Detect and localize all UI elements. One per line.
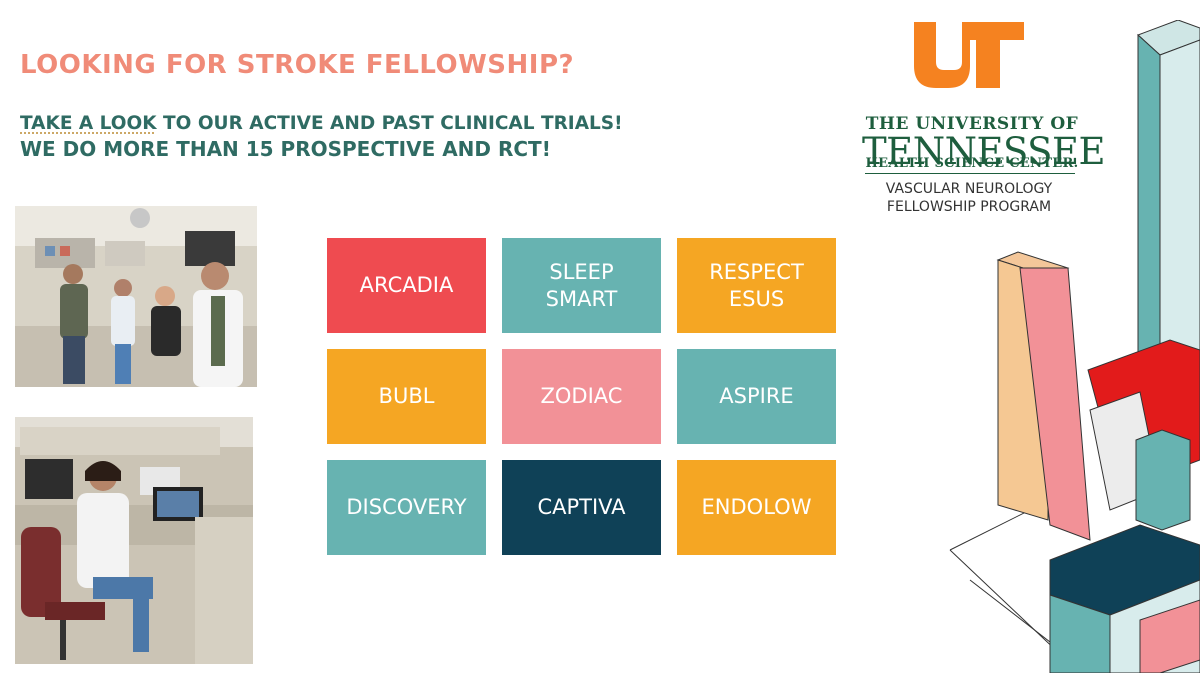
team-photo xyxy=(15,206,257,387)
trial-tile-discovery: DISCOVERY xyxy=(327,460,486,555)
decorative-isometric-blocks xyxy=(949,20,1200,673)
logo-fellowship-program: FELLOWSHIP PROGRAM xyxy=(886,199,1052,215)
trial-tile-respect-esus: RESPECT ESUS xyxy=(677,238,836,333)
clinical-trials-grid: ARCADIA SLEEP SMART RESPECT ESUS BUBL ZO… xyxy=(327,238,836,555)
logo-tennessee: TENNESSEE xyxy=(862,130,1106,173)
subheading-rest: TO OUR ACTIVE AND PAST CLINICAL TRIALS! xyxy=(156,113,623,134)
subheading-clinical-trials: TAKE A LOOK TO OUR ACTIVE AND PAST CLINI… xyxy=(20,113,623,134)
logo-vascular-neurology: VASCULAR NEUROLOGY xyxy=(885,181,1053,197)
trial-tile-zodiac: ZODIAC xyxy=(502,349,661,444)
trial-tile-captiva: CAPTIVA xyxy=(502,460,661,555)
trial-tile-arcadia: ARCADIA xyxy=(327,238,486,333)
trial-tile-bubl: BUBL xyxy=(327,349,486,444)
team-photo-image xyxy=(15,206,257,387)
fellow-photo-image xyxy=(15,417,253,664)
subheading-prospective-rct: WE DO MORE THAN 15 PROSPECTIVE AND RCT! xyxy=(20,137,551,161)
fellow-at-workstation-photo xyxy=(15,417,253,664)
trial-tile-sleep-smart: SLEEP SMART xyxy=(502,238,661,333)
ut-power-t-icon xyxy=(914,22,1024,88)
trial-tile-endolow: ENDOLOW xyxy=(677,460,836,555)
logo-university-of: THE UNIVERSITY OF xyxy=(865,114,1079,134)
logo-divider xyxy=(865,173,1075,174)
take-a-look-link[interactable]: TAKE A LOOK xyxy=(20,113,157,134)
logo-health-science-center: HEALTH SCIENCE CENTER. xyxy=(865,156,1079,171)
page-headline: LOOKING FOR STROKE FELLOWSHIP? xyxy=(20,50,575,80)
trial-tile-aspire: ASPIRE xyxy=(677,349,836,444)
